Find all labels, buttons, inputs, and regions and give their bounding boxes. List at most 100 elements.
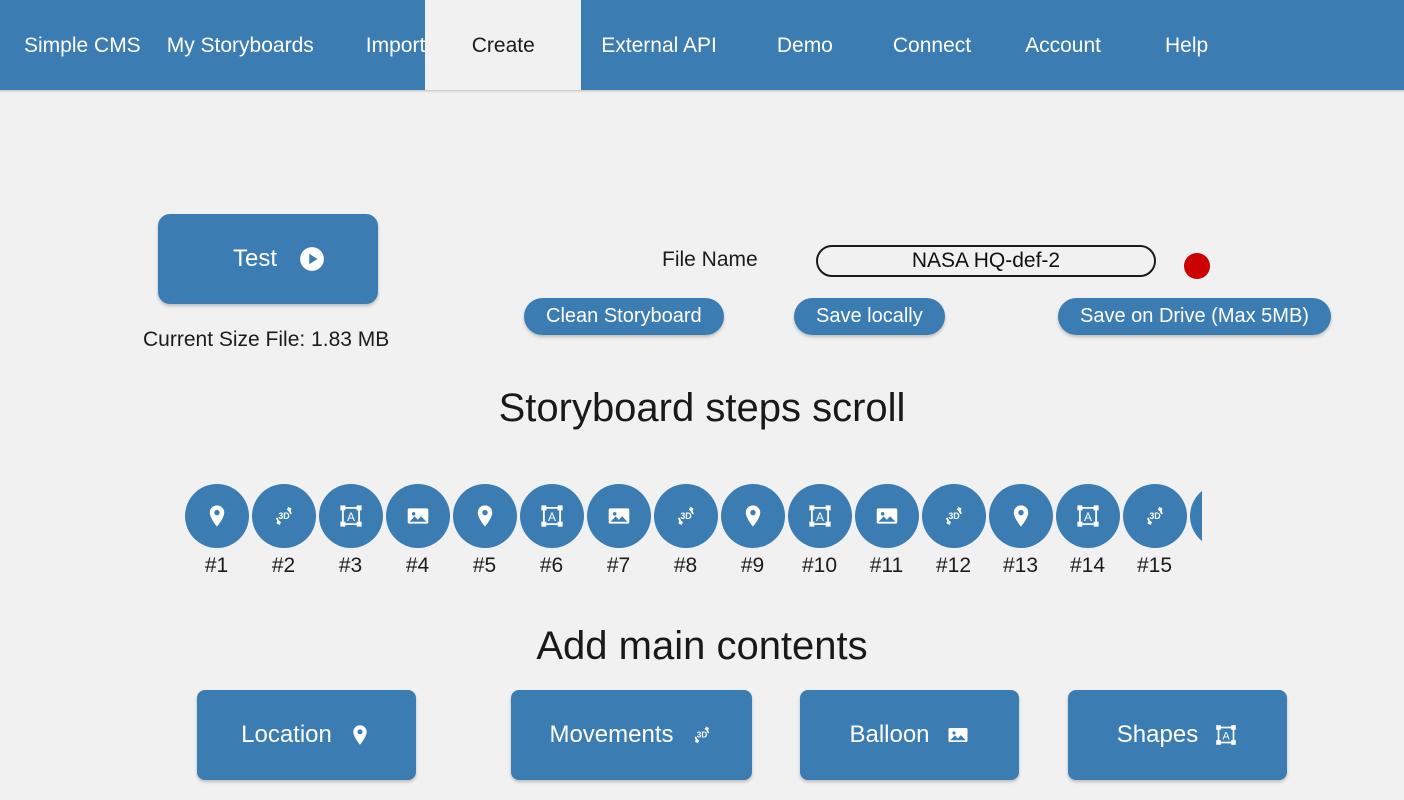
- step-circle[interactable]: 3D: [921, 484, 986, 548]
- location-pin-icon: [348, 723, 372, 747]
- nav-item-demo[interactable]: Demo: [777, 0, 833, 90]
- step-item[interactable]: #13: [987, 484, 1054, 578]
- nav-item-connect[interactable]: Connect: [893, 0, 971, 90]
- nav-item-label: Help: [1164, 33, 1209, 57]
- location-pin-icon: [740, 503, 766, 529]
- step-item[interactable]: A #6: [518, 484, 585, 578]
- step-circle[interactable]: 3D: [1122, 484, 1187, 548]
- step-item[interactable]: A#14: [1054, 484, 1121, 578]
- step-circle[interactable]: [385, 484, 450, 548]
- location-pin-icon: [472, 503, 498, 529]
- nav-segment-right: External API Demo Connect Account Help: [581, 0, 1404, 90]
- nav-item-import[interactable]: Import: [366, 0, 426, 90]
- step-circle[interactable]: [1189, 484, 1202, 548]
- tab-create-label: Create: [471, 33, 535, 57]
- nav-item-simple-cms[interactable]: Simple CMS: [24, 0, 141, 90]
- step-item[interactable]: 3D #2: [250, 484, 317, 578]
- step-item[interactable]: #16: [1188, 484, 1202, 578]
- image-icon: [946, 723, 970, 747]
- save-on-drive-button[interactable]: Save on Drive (Max 5MB): [1058, 298, 1331, 335]
- nav-item-label: Demo: [776, 33, 833, 57]
- storyboard-steps-title: Storyboard steps scroll: [498, 386, 906, 430]
- add-shapes-button[interactable]: Shapes A: [1068, 690, 1287, 780]
- step-item[interactable]: A #10: [786, 484, 853, 578]
- nav-item-external-api[interactable]: External API: [601, 0, 717, 90]
- step-label: #4: [405, 554, 430, 577]
- svg-text:3D: 3D: [680, 511, 692, 521]
- top-navigation-bar: Simple CMS My Storyboards Import Create Ex…: [0, 0, 1404, 93]
- nav-item-account[interactable]: Account: [1025, 0, 1101, 90]
- step-item[interactable]: #9: [719, 484, 786, 578]
- step-label: #5: [472, 554, 497, 577]
- step-label: #13: [1002, 554, 1039, 577]
- nav-item-label: Connect: [892, 33, 972, 57]
- step-circle[interactable]: A: [787, 484, 852, 548]
- file-name-label: File Name: [662, 248, 758, 271]
- step-label: #6: [539, 554, 564, 577]
- svg-text:A: A: [1084, 510, 1092, 524]
- file-name-input[interactable]: [816, 245, 1156, 277]
- rotate-3d-icon: 3D: [690, 723, 714, 747]
- play-circle-icon: [299, 246, 325, 272]
- step-label: #12: [935, 554, 972, 577]
- step-item[interactable]: A #3: [317, 484, 384, 578]
- step-label: #10: [801, 554, 838, 577]
- step-label: #2: [271, 554, 296, 577]
- nav-item-label: Import: [365, 33, 426, 57]
- step-item[interactable]: #5: [451, 484, 518, 578]
- svg-text:3D: 3D: [948, 511, 960, 521]
- step-label: #1: [204, 554, 229, 577]
- rotate-3d-icon: 3D: [1142, 503, 1168, 529]
- add-location-button[interactable]: Location: [197, 690, 416, 780]
- step-item[interactable]: 3D #15: [1121, 484, 1188, 578]
- step-item[interactable]: 3D #12: [920, 484, 987, 578]
- step-circle[interactable]: [988, 484, 1053, 548]
- clean-storyboard-button[interactable]: Clean Storyboard: [524, 298, 724, 335]
- add-main-contents-title: Add main contents: [536, 624, 868, 668]
- rotate-3d-icon: 3D: [271, 503, 297, 529]
- step-label: #3: [338, 554, 363, 577]
- image-icon: [606, 503, 632, 529]
- step-circle[interactable]: [184, 484, 249, 548]
- location-pin-icon: [204, 503, 230, 529]
- save-on-drive-label: Save on Drive (Max 5MB): [1080, 305, 1309, 327]
- svg-text:A: A: [1223, 730, 1231, 742]
- add-movements-label: Movements: [549, 721, 674, 748]
- step-circle[interactable]: A: [1055, 484, 1120, 548]
- step-circle[interactable]: 3D: [251, 484, 316, 548]
- current-size-file-label: Current Size File: 1.83 MB: [143, 328, 390, 351]
- image-icon: [405, 503, 431, 529]
- add-balloon-button[interactable]: Balloon: [800, 690, 1019, 780]
- step-circle[interactable]: A: [318, 484, 383, 548]
- step-circle[interactable]: 3D: [653, 484, 718, 548]
- nav-item-my-storyboards[interactable]: My Storyboards: [167, 0, 314, 90]
- svg-text:A: A: [548, 510, 556, 524]
- shapes-frame-a-icon: A: [1075, 503, 1101, 529]
- tab-create[interactable]: Create: [425, 0, 582, 90]
- nav-segment-left: Simple CMS My Storyboards Import: [0, 0, 426, 90]
- nav-item-label: My Storyboards: [166, 33, 314, 57]
- shapes-frame-a-icon: A: [1214, 723, 1238, 747]
- step-circle[interactable]: [854, 484, 919, 548]
- step-item[interactable]: #7: [585, 484, 652, 578]
- add-movements-button[interactable]: Movements 3D: [511, 690, 752, 780]
- save-locally-button[interactable]: Save locally: [794, 298, 945, 335]
- step-circle[interactable]: [452, 484, 517, 548]
- step-label: #11: [869, 554, 904, 577]
- step-circle[interactable]: [586, 484, 651, 548]
- test-button[interactable]: Test: [158, 214, 378, 304]
- step-item[interactable]: 3D#8: [652, 484, 719, 578]
- nav-item-help[interactable]: Help: [1165, 0, 1208, 90]
- step-circle[interactable]: A: [519, 484, 584, 548]
- step-item[interactable]: #11: [853, 484, 920, 578]
- step-item[interactable]: #1: [183, 484, 250, 578]
- step-item[interactable]: #4: [384, 484, 451, 578]
- step-label: #15: [1136, 554, 1173, 577]
- svg-text:3D: 3D: [278, 511, 290, 521]
- step-circle[interactable]: [720, 484, 785, 548]
- nav-item-label: External API: [601, 33, 717, 57]
- svg-text:3D: 3D: [696, 731, 707, 740]
- svg-text:A: A: [347, 510, 355, 524]
- location-pin-icon: [1008, 503, 1034, 529]
